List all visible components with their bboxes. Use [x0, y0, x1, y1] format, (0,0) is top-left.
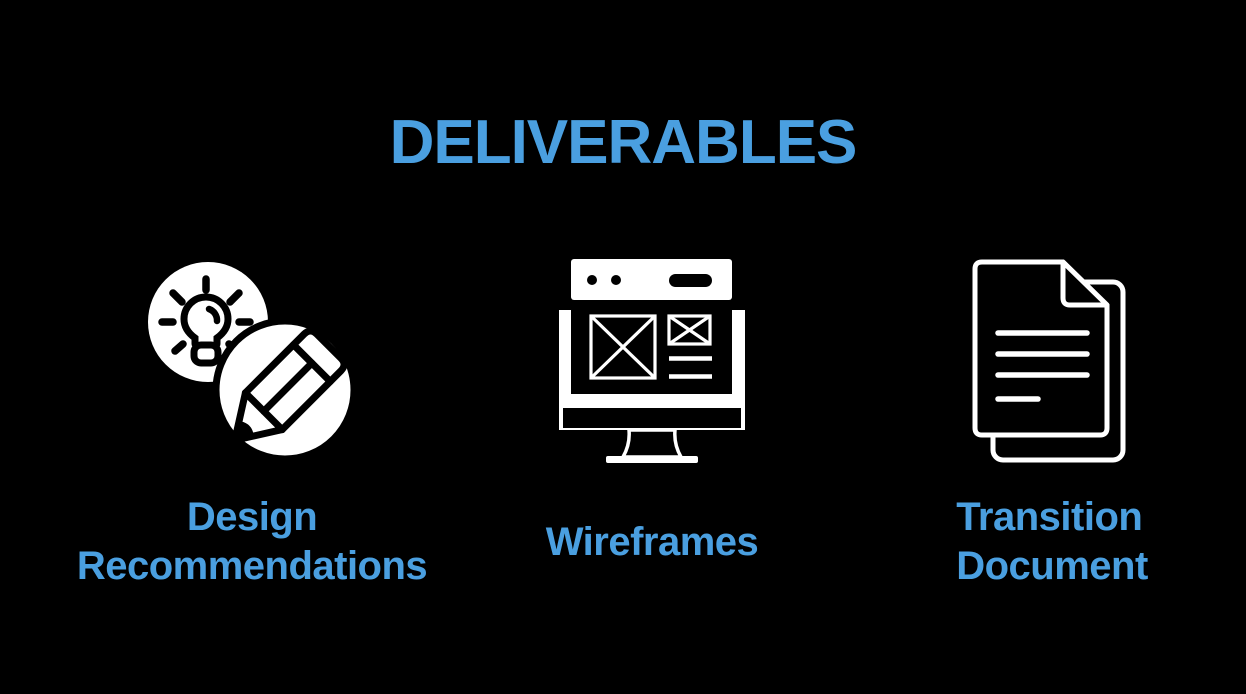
wireframe-monitor-icon	[559, 259, 745, 463]
item-label: Wireframes	[545, 519, 759, 564]
document-stack-icon	[972, 259, 1126, 463]
slide-title: DELIVERABLES	[389, 108, 858, 177]
lightbulb-pencil-icon	[148, 261, 358, 462]
label-area: Design Recommendations	[52, 480, 452, 604]
label-area: Wireframes	[452, 480, 852, 604]
icon-area	[852, 258, 1246, 466]
deliverable-design-recommendations: Design Recommendations	[52, 0, 452, 694]
icon-area	[452, 258, 852, 466]
icon-area	[52, 258, 452, 466]
item-label: Design Recommendations	[76, 495, 428, 588]
label-area: Transition Document	[852, 480, 1246, 604]
item-label: Transition Document	[956, 495, 1148, 588]
deliverable-transition-document: Transition Document	[852, 0, 1246, 694]
deliverable-wireframes: Wireframes	[452, 0, 852, 694]
